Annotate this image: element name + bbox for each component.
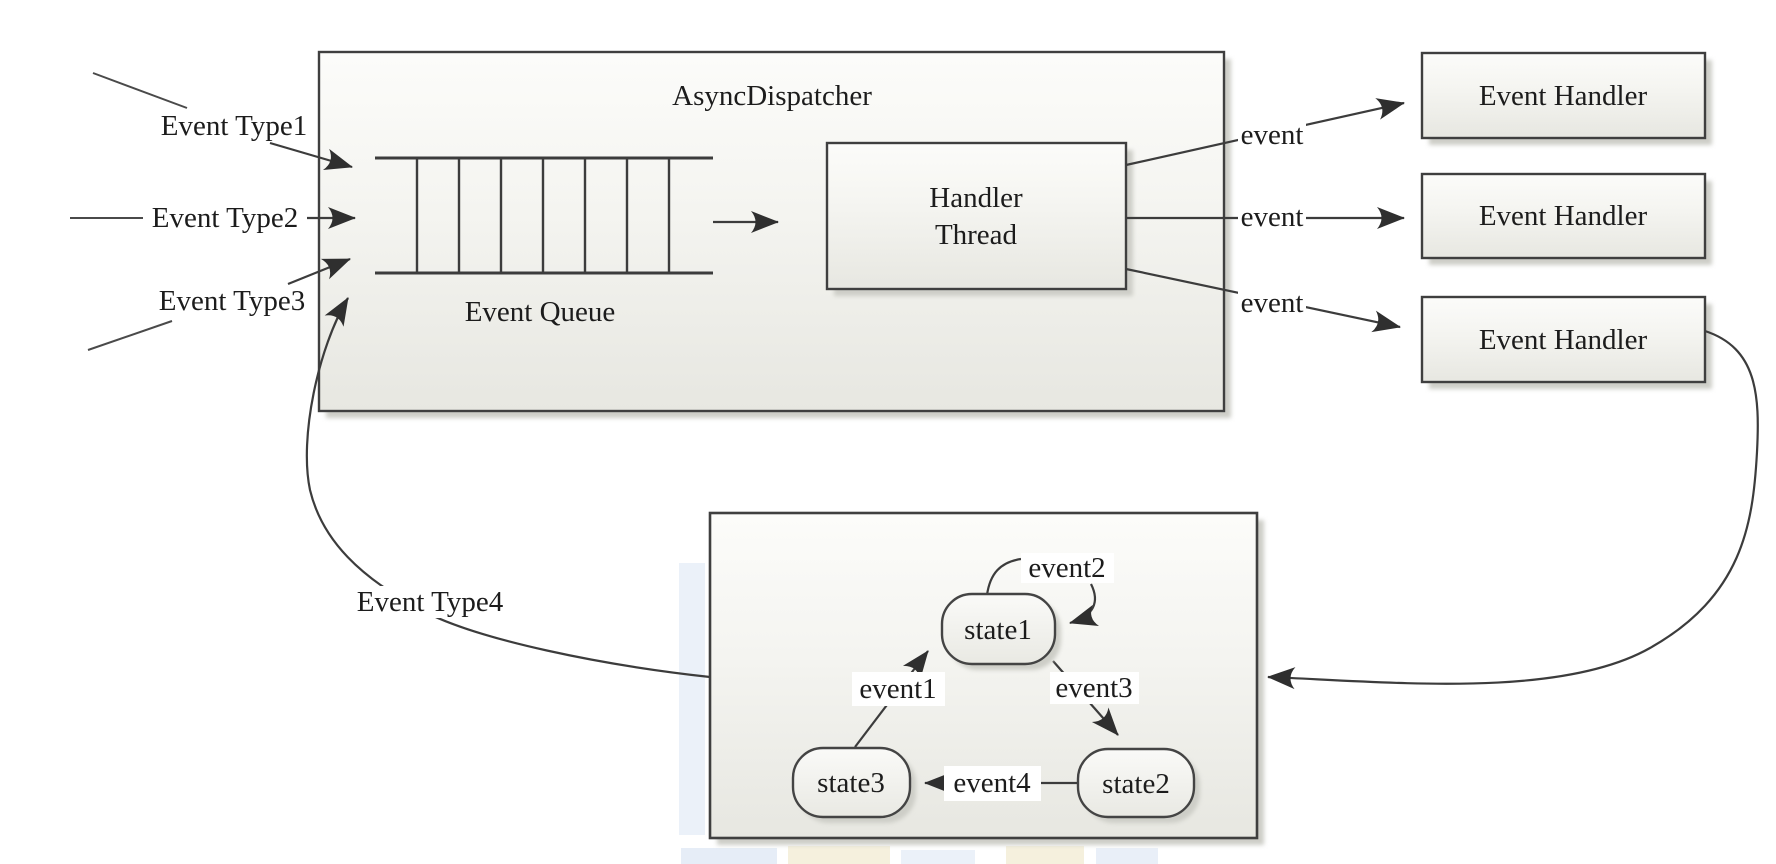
event-type1-arrow bbox=[269, 141, 353, 170]
event-label-chip bbox=[1238, 119, 1306, 151]
event-type3-label: Event Type3 bbox=[159, 285, 305, 317]
watermark-bar bbox=[901, 850, 975, 864]
handler3-rect bbox=[1420, 295, 1707, 384]
watermark-bar bbox=[1006, 846, 1084, 864]
dispatch-connectors: event event event bbox=[1125, 98, 1405, 333]
handler1-rect bbox=[1420, 51, 1707, 140]
state3-label: state3 bbox=[817, 767, 885, 799]
state-transitions: event1 event2 event3 event4 bbox=[852, 552, 1139, 801]
transition-event3-label: event3 bbox=[1055, 672, 1132, 704]
event-label-chip bbox=[1238, 287, 1306, 319]
thread-rect bbox=[825, 141, 1128, 291]
event-type3-leader-line bbox=[87, 320, 173, 351]
handler-to-statemachine-curve bbox=[1267, 329, 1759, 690]
handler-thread-label-line1: Handler bbox=[929, 182, 1023, 214]
watermark-artifacts bbox=[679, 563, 1158, 864]
transition-event2-loop-in bbox=[1069, 583, 1100, 626]
event-handler3-label: Event Handler bbox=[1479, 324, 1648, 356]
event-handler2-label: Event Handler bbox=[1479, 200, 1648, 232]
event-inputs: Event Type1 Event Type2 Event Type3 bbox=[70, 72, 356, 351]
watermark-bar bbox=[788, 846, 890, 864]
transition-event2-label: event2 bbox=[1028, 552, 1105, 584]
event2-label-chip bbox=[1021, 553, 1114, 583]
handler-thread-box: Handler Thread bbox=[825, 141, 1133, 296]
event-type1-label: Event Type1 bbox=[161, 110, 307, 142]
event-type1-leader-line bbox=[92, 72, 188, 109]
state-nodes: state1 state2 state3 bbox=[791, 592, 1200, 823]
handler2-rect bbox=[1420, 172, 1707, 260]
event1-label-chip bbox=[852, 672, 945, 706]
dispatcher-title: AsyncDispatcher bbox=[672, 80, 872, 112]
event-queue: Event Queue bbox=[375, 156, 713, 328]
event-label-2: event bbox=[1241, 201, 1304, 233]
event-label-3: event bbox=[1241, 287, 1304, 319]
event-label-1: event bbox=[1241, 119, 1304, 151]
event-type3-arrow bbox=[287, 257, 351, 286]
event3-label-chip bbox=[1050, 672, 1139, 704]
event-type2-label: Event Type2 bbox=[152, 202, 298, 234]
state1-node bbox=[940, 592, 1057, 666]
event-label-chip bbox=[1238, 201, 1306, 233]
transition-event1-label: event1 bbox=[859, 673, 936, 705]
event-handlers: Event Handler Event Handler Event Handle… bbox=[1420, 51, 1712, 389]
event-type4-curve bbox=[305, 297, 711, 679]
event-handler1-label: Event Handler bbox=[1479, 80, 1648, 112]
watermark-strip bbox=[679, 563, 705, 835]
handler-thread-label-line2: Thread bbox=[935, 219, 1018, 251]
event-queue-label: Event Queue bbox=[465, 296, 616, 328]
state3-node bbox=[791, 746, 912, 819]
transition-event4-label: event4 bbox=[953, 767, 1031, 799]
event4-label-chip bbox=[944, 766, 1041, 801]
state1-label: state1 bbox=[964, 614, 1032, 646]
event-type4-label-chip bbox=[346, 586, 514, 618]
watermark-bar bbox=[1096, 848, 1158, 864]
transition-event2-loop-out bbox=[985, 557, 1022, 596]
watermark-bar bbox=[681, 848, 777, 864]
event-type4-feedback: Event Type4 bbox=[305, 297, 711, 679]
state2-label: state2 bbox=[1102, 768, 1170, 800]
state2-node bbox=[1076, 747, 1196, 819]
event-type4-label: Event Type4 bbox=[357, 586, 504, 618]
